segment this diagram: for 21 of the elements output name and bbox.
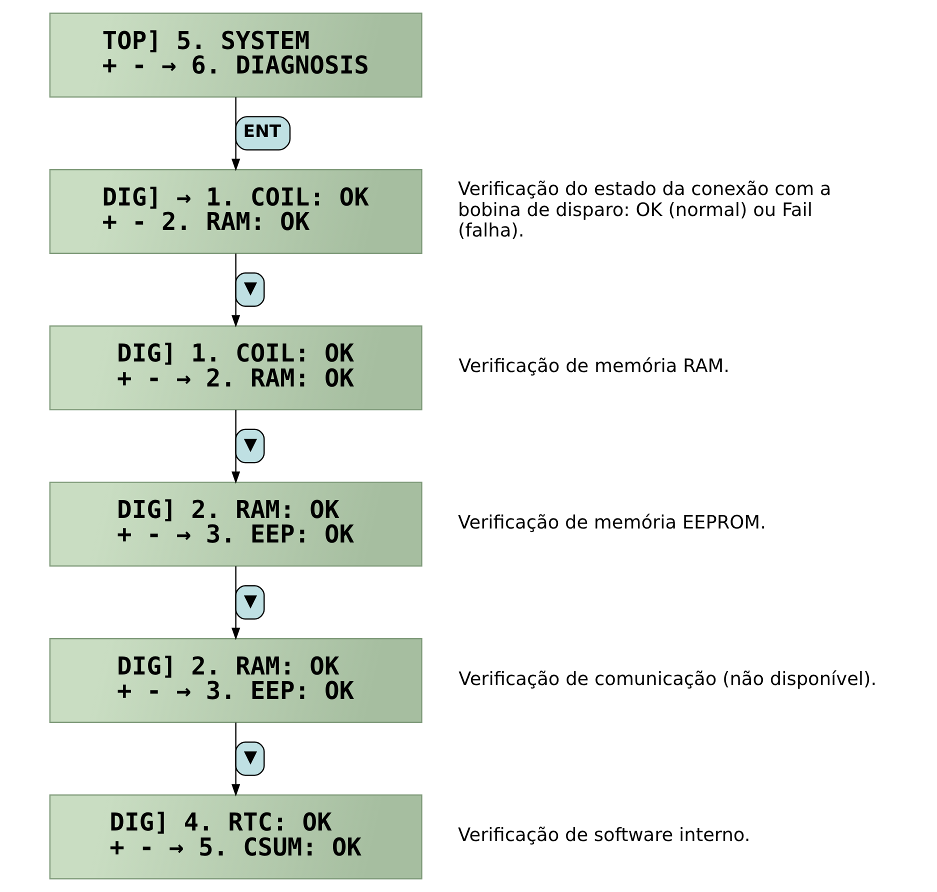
arrow [232,97,240,172]
node-label: Verificação de software interno. [458,825,750,846]
node-box: DIG] 2. RAM: OK + - → 3. EEP: OK [49,638,422,723]
node-box: DIG] 2. RAM: OK + - → 3. EEP: OK [49,482,422,567]
node-label: Verificação de comunicação (não disponível). [458,668,877,690]
node-box: DIG] 1. COIL: OK + - → 2. RAM: OK [49,325,422,410]
node-box: DIG] → 1. COIL: OK + - 2. RAM: OK [49,169,422,254]
arrow [232,722,240,796]
node-box: DIG] 4. RTC: OK + - → 5. CSUM: OK [49,794,422,880]
node-box: TOP] 5. SYSTEM + - → 6. DIAGNOSIS [49,12,422,98]
arrow [232,566,240,640]
arrow [232,254,240,328]
edge-label: ▼ [244,278,258,299]
node-label: Verificação de memória RAM. [458,356,730,378]
edge-label: ▼ [244,434,258,455]
edge-label: ENT [243,122,282,142]
node-label: Verificação do estado da conexão com a bobina de disparo: OK (normal) ou Fail (falha). [458,178,832,242]
arrow [232,410,240,484]
node-label: Verificação de memória EEPROM. [458,512,766,534]
edge-label: ▼ [244,591,258,612]
edge-label: ▼ [244,748,258,768]
